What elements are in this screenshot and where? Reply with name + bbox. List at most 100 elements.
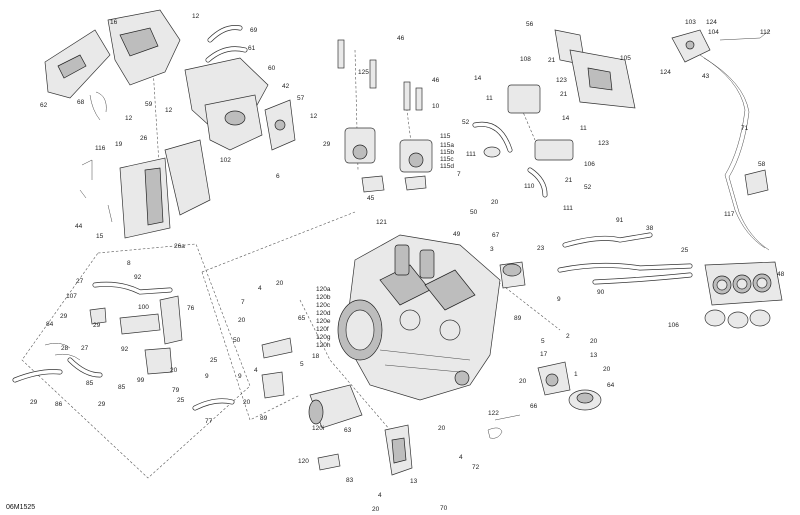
callout-label: 14 <box>562 115 570 122</box>
callout-label: 4 <box>378 492 382 499</box>
callout-label: 19 <box>115 141 123 148</box>
callout-label: 20 <box>491 199 499 206</box>
callout-label: 62 <box>40 102 48 109</box>
callout-label: 20 <box>238 317 246 324</box>
coil-harness-assembly <box>671 29 771 251</box>
callout-label: 112 <box>760 29 771 36</box>
callout-label: 1 <box>574 371 578 378</box>
callout-label: 120h <box>316 342 331 349</box>
callout-label: 120i <box>312 425 324 432</box>
callout-label: 59 <box>145 101 153 108</box>
callout-label: 21 <box>565 177 573 184</box>
callout-label: 120c <box>316 302 331 309</box>
callout-label: 125 <box>358 69 369 76</box>
callout-label: 124 <box>660 69 671 76</box>
callout-label: 69 <box>250 27 258 34</box>
callout-label: 115c <box>440 156 454 163</box>
callout-label: 66 <box>530 403 538 410</box>
callout-label: 110 <box>524 183 535 190</box>
callout-label: 46 <box>397 35 405 42</box>
water-pump-assembly <box>487 361 602 439</box>
callout-label: 108 <box>520 56 531 63</box>
callout-label: 4 <box>258 285 262 292</box>
ecu-module <box>79 139 211 239</box>
callout-label: 103 <box>685 19 696 26</box>
callout-label: 85 <box>118 384 126 391</box>
callout-label: 120a <box>316 286 331 293</box>
callout-label: 102 <box>220 157 231 164</box>
callout-label: 20 <box>519 378 527 385</box>
callout-label: 117 <box>724 211 735 218</box>
callout-labels: 16 12 69 61 60 42 57 12 62 68 12 59 12 2… <box>30 13 785 513</box>
callout-label: 120e <box>316 318 331 325</box>
callout-label: 105 <box>620 55 631 62</box>
callout-label: 90 <box>597 289 605 296</box>
callout-label: 85 <box>86 380 94 387</box>
callout-label: 106 <box>668 322 679 329</box>
callout-label: 7 <box>241 299 245 306</box>
intake-cover-assembly <box>44 9 296 151</box>
callout-label: 26 <box>140 135 148 142</box>
callout-label: 4 <box>254 367 258 374</box>
engine-block <box>337 234 501 401</box>
callout-label: 42 <box>282 83 290 90</box>
electrical-bracket-assembly <box>472 29 636 198</box>
callout-label: 27 <box>76 278 84 285</box>
lower-left-hose-assembly <box>12 281 235 411</box>
callout-label: 12 <box>310 113 318 120</box>
callout-label: 76 <box>187 305 195 312</box>
callout-label: 29 <box>93 322 101 329</box>
callout-label: 120 <box>298 458 309 465</box>
callout-label: 9 <box>238 373 242 380</box>
callout-label: 56 <box>526 21 534 28</box>
callout-label: 86 <box>55 401 63 408</box>
callout-label: 21 <box>560 91 568 98</box>
callout-label: 52 <box>584 184 592 191</box>
callout-label: 100 <box>138 304 149 311</box>
callout-label: 23 <box>537 245 545 252</box>
callout-label: 79 <box>172 387 180 394</box>
callout-label: 77 <box>205 418 213 425</box>
callout-label: 120g <box>316 334 331 341</box>
callout-label: 89 <box>514 315 522 322</box>
callout-label: 115d <box>440 163 454 170</box>
callout-label: 5 <box>300 361 304 368</box>
callout-label: 107 <box>66 293 77 300</box>
callout-label: 20 <box>590 338 598 345</box>
diagram-code: 06M1525 <box>6 504 35 511</box>
callout-label: 17 <box>540 351 548 358</box>
starter-assembly <box>261 337 413 476</box>
callout-label: 61 <box>248 45 256 52</box>
callout-label: 15 <box>96 233 104 240</box>
callout-label: 20 <box>243 399 251 406</box>
callout-label: 25 <box>210 357 218 364</box>
callout-label: 29 <box>323 141 331 148</box>
callout-label: 20 <box>276 280 284 287</box>
throttle-sensor-assembly <box>337 39 433 193</box>
callout-label: 16 <box>110 19 118 26</box>
callout-label: 13 <box>590 352 598 359</box>
callout-label: 71 <box>741 125 749 132</box>
callout-label: 20 <box>170 367 178 374</box>
callout-label: 106 <box>584 161 595 168</box>
callout-label: 120f <box>316 326 329 333</box>
callout-label: 65 <box>298 315 306 322</box>
callout-label: 4 <box>459 454 463 461</box>
callout-label: 9 <box>205 373 209 380</box>
callout-label: 6 <box>276 173 280 180</box>
coolant-hose-assembly <box>499 232 693 289</box>
callout-label: 3 <box>490 246 494 253</box>
callout-label: 72 <box>472 464 480 471</box>
callout-label: 57 <box>297 95 305 102</box>
callout-label: 115 <box>440 133 451 140</box>
callout-label: 11 <box>486 95 493 102</box>
callout-label: 12 <box>192 13 200 20</box>
callout-label: 29 <box>98 401 106 408</box>
callout-label: 84 <box>46 321 54 328</box>
callout-label: 68 <box>77 99 85 106</box>
callout-label: 91 <box>616 217 624 224</box>
callout-label: 20 <box>372 506 380 513</box>
callout-label: 44 <box>75 223 83 230</box>
callout-label: 25 <box>681 247 689 254</box>
callout-label: 2 <box>566 333 570 340</box>
